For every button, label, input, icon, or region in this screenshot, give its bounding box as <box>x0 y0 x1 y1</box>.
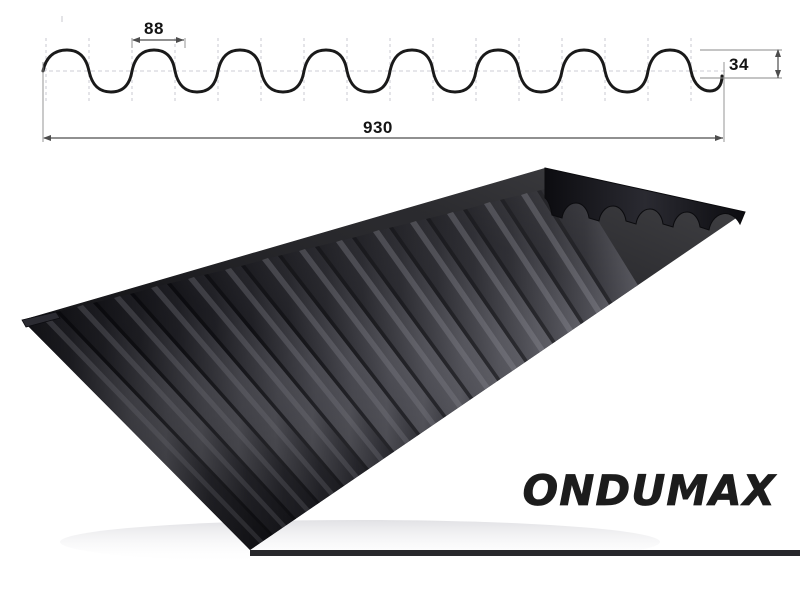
wave-profile-path <box>41 48 724 94</box>
sheet-end-edge <box>544 167 746 231</box>
dimension-label-pitch: 88 <box>144 19 164 38</box>
technical-drawing <box>41 16 782 142</box>
product-render <box>21 167 800 564</box>
dimension-34 <box>700 49 782 79</box>
dimension-label-height: 34 <box>729 55 749 74</box>
brand-wordmark: ONDUMAX <box>522 466 776 515</box>
sheet-bottom-edge <box>250 550 800 556</box>
sheet-left-tip <box>21 311 61 328</box>
dimension-88 <box>131 37 186 48</box>
dimension-label-width: 930 <box>363 118 393 137</box>
drop-shadow <box>60 520 660 564</box>
dimension-930 <box>42 62 725 142</box>
